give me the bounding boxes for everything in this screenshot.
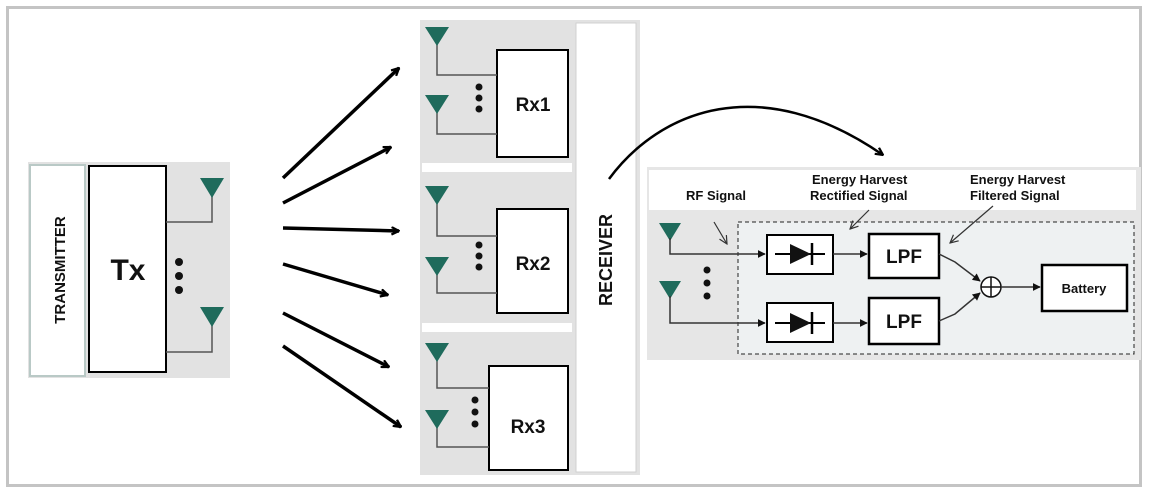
rectified-label-line2: Rectified Signal [810, 188, 908, 203]
arrow-icon [282, 262, 388, 295]
battery-box [1040, 263, 1129, 313]
arrow-icon [713, 221, 727, 244]
lpf-bottom-box [867, 296, 941, 346]
arrow-icon [850, 209, 870, 229]
tx-ellipsis-dots [175, 258, 183, 294]
rx1-unit: Rx1 [425, 27, 569, 158]
harvester-label-strip [649, 170, 1136, 210]
tx-label: Tx [110, 254, 145, 287]
rx1-ellipsis-dots [475, 83, 483, 113]
diode-icon [775, 243, 825, 265]
antenna-icon [200, 307, 224, 327]
broadcast-arrows [281, 68, 401, 429]
tx-antenna-wire-1 [166, 194, 213, 223]
rx2-unit: Rx2 [425, 186, 569, 314]
rx1-box [496, 49, 569, 158]
arrow-icon [282, 145, 391, 205]
receiver-side-box [575, 22, 637, 473]
antenna-icon [425, 257, 449, 276]
rx3-ellipsis-dots [471, 396, 479, 428]
rx1-label: Rx1 [516, 95, 551, 116]
transmitter-side-box [29, 164, 86, 377]
antenna-icon [659, 281, 681, 299]
antenna-icon [425, 343, 449, 362]
filtered-label-line1: Energy Harvest [970, 172, 1066, 187]
energy-harvester-detail: RF Signal Energy Harvest Rectified Signa… [647, 167, 1141, 360]
antenna-icon [200, 178, 224, 198]
lpf-top-box [867, 232, 941, 280]
receiver-label: RECEIVER [596, 214, 616, 306]
lpf-bottom-label: LPF [886, 312, 922, 333]
filtered-label-line2: Filtered Signal [970, 188, 1060, 203]
arrow-icon [282, 311, 389, 369]
rx3-unit: Rx3 [425, 343, 569, 471]
arrow-icon [281, 68, 399, 180]
transmitter-block: TRANSMITTER Tx [28, 162, 230, 378]
rectified-label-line1: Energy Harvest [812, 172, 908, 187]
rf-signal-label: RF Signal [686, 188, 746, 203]
antenna-icon [659, 223, 681, 241]
antenna-icon [425, 186, 449, 205]
antenna-icon [425, 410, 449, 429]
lpf-top-label: LPF [886, 247, 922, 268]
arrow-icon [950, 205, 994, 243]
receiver-block: RECEIVER Rx1 Rx2 Rx3 [420, 20, 640, 475]
antenna-icon [425, 27, 449, 46]
rx3-box [488, 365, 569, 471]
battery-label: Battery [1062, 281, 1108, 296]
antenna-icon [425, 95, 449, 114]
summing-junction-icon [980, 276, 1002, 298]
receiver-gap-2 [422, 323, 572, 332]
arrow-icon [282, 344, 401, 429]
arrow-icon [282, 226, 399, 231]
tx-box [88, 165, 167, 373]
harvester-ellipsis-dots [703, 266, 711, 300]
rx2-box [496, 208, 569, 314]
diode-icon [775, 312, 825, 334]
rx2-ellipsis-dots [475, 241, 483, 271]
rx2-label: Rx2 [516, 254, 551, 275]
rx3-label: Rx3 [511, 417, 546, 438]
zoom-curve-arrow [607, 105, 883, 180]
tx-antenna-wire-2 [166, 323, 213, 353]
transmitter-label: TRANSMITTER [52, 216, 69, 324]
receiver-gap-1 [422, 163, 572, 172]
